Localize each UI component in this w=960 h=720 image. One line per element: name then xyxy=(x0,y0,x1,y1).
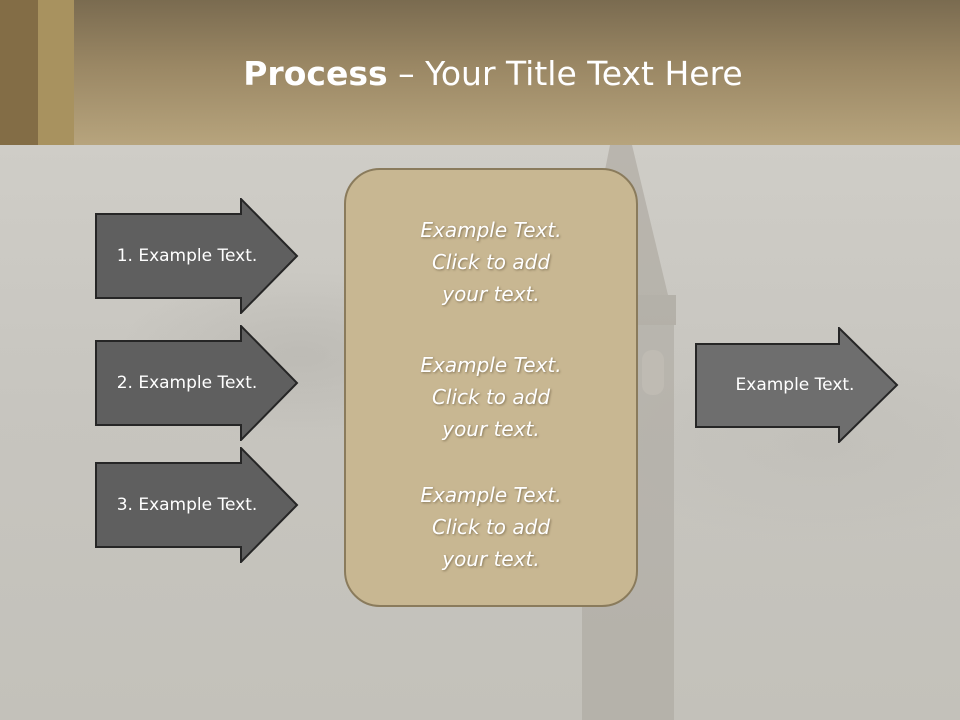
center-block-2-line1: Example Text. xyxy=(420,353,562,377)
left-arrow-3[interactable]: 3. Example Text. xyxy=(95,447,299,563)
center-text-box[interactable]: Example Text. Click to add your text. Ex… xyxy=(344,168,638,607)
header-accent-dark xyxy=(0,0,38,145)
center-block-1-line2: Click to add xyxy=(431,250,551,274)
left-arrow-1[interactable]: 1. Example Text. xyxy=(95,198,299,314)
center-block-1-line1: Example Text. xyxy=(420,218,562,242)
center-block-2-line2: Click to add xyxy=(431,385,551,409)
center-block-3-line3: your text. xyxy=(442,547,540,571)
right-arrow[interactable]: Example Text. xyxy=(695,327,899,443)
header-accent-light xyxy=(38,0,74,145)
left-arrow-2-label: 2. Example Text. xyxy=(116,373,258,393)
title-bold: Process xyxy=(243,54,388,93)
center-block-3: Example Text. Click to add your text. xyxy=(346,479,636,575)
left-arrow-1-label: 1. Example Text. xyxy=(116,246,258,266)
slide-title[interactable]: Process – Your Title Text Here xyxy=(0,52,960,96)
center-block-2-line3: your text. xyxy=(442,417,540,441)
left-arrow-3-label: 3. Example Text. xyxy=(116,495,258,515)
center-block-1: Example Text. Click to add your text. xyxy=(346,214,636,310)
right-arrow-label: Example Text. xyxy=(735,375,855,395)
center-block-2: Example Text. Click to add your text. xyxy=(346,349,636,445)
center-block-3-line2: Click to add xyxy=(431,515,551,539)
center-block-1-line3: your text. xyxy=(442,282,540,306)
center-block-3-line1: Example Text. xyxy=(420,483,562,507)
left-arrow-2[interactable]: 2. Example Text. xyxy=(95,325,299,441)
title-rest: – Your Title Text Here xyxy=(387,54,743,93)
title-bar: Process – Your Title Text Here xyxy=(0,0,960,145)
